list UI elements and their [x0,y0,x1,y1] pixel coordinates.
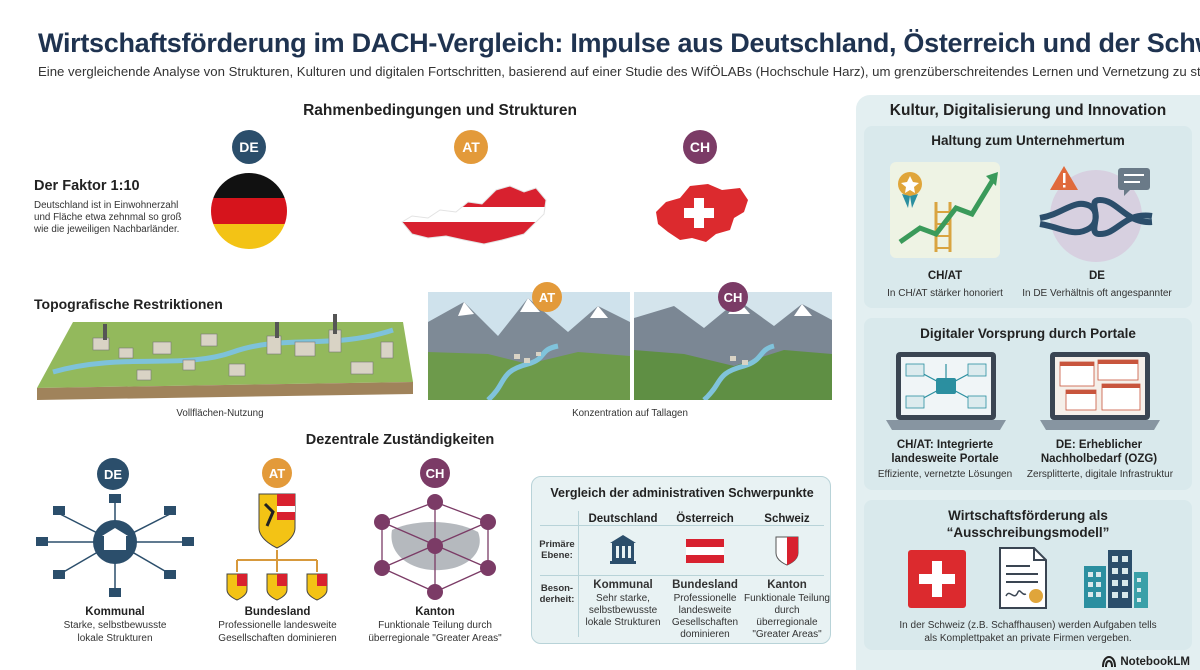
at-dezentral-label: Bundesland [244,606,311,618]
austria-map-icon [401,185,547,245]
office-building-icon [1084,550,1148,608]
mountain-valley-ch-illustration [634,292,832,400]
badge-ch-dezentral: CH [420,458,450,488]
page-subtitle: Eine vergleichende Analyse von Strukture… [38,64,1200,79]
austria-flag-icon [686,539,724,563]
topo-title: Topografische Restriktionen [34,296,223,312]
table-col-de: Deutschland [588,513,658,525]
switzerland-map-icon [656,184,748,242]
de-dezentral-desc: Starke, selbstbewusste lokale Strukturen [63,620,167,644]
table-col-ch: Schweiz [764,513,810,525]
table-title: Vergleich der administrativen Schwerpunk… [550,486,814,500]
badge-at: AT [454,130,488,164]
de-dezentral-label: Kommunal [85,606,145,618]
digital-left-desc: Effiziente, vernetzte Lösungen [877,469,1013,480]
haltung-title: Haltung zum Unternehmertum [931,133,1125,148]
comparison-table: Vergleich der administrativen Schwerpunk… [531,476,831,644]
ch-dezentral-label: Kanton [415,606,455,618]
knot-rope-icon [1039,166,1153,262]
growth-ladder-icon [890,162,1000,258]
de-network-icon [36,494,194,597]
integrated-portal-laptop-icon [886,352,1006,430]
ausschreibung-title: Wirtschaftsförderung als“Ausschreibungsm… [946,508,1110,540]
page-title: Wirtschaftsförderung im DACH-Vergleich: … [38,28,1200,58]
haltung-left-label: CH/AT [927,270,963,282]
ch-network-icon [374,494,496,600]
badge-ch: CH [683,130,717,164]
badge-de: DE [232,130,266,164]
fragmented-portal-laptop-icon [1040,352,1160,430]
faktor-title: Der Faktor 1:10 [34,178,140,194]
at-dezentral-desc: Professionelle landesweite Gesellschafte… [218,620,337,644]
dezentral-title: Dezentrale Zuständigkeiten [305,432,495,448]
digital-right-desc: Zersplitterte, digitale Infrastruktur [1026,469,1174,480]
mountain-valley-at-illustration [428,292,630,400]
flat-caption: Vollflächen-Nutzung [176,408,264,419]
badge-at-topo: AT [532,282,562,312]
ch-dezentral-desc: Funktionale Teilung durch überregionale … [368,620,502,644]
canton-shield-icon [775,536,799,566]
ausschreibung-desc: In der Schweiz (z.B. Schaffhausen) werde… [899,620,1157,644]
flat-landscape-illustration [37,314,413,400]
badge-at-dezentral: AT [262,458,292,488]
at-hierarchy-icon [226,493,328,601]
notebooklm-logo: NotebookLM [1102,656,1190,668]
swiss-flag-icon [908,550,966,608]
section-title-rahmen: Rahmenbedingungen und Strukturen [303,102,577,119]
digital-title: Digitaler Vorsprung durch Portale [920,326,1136,341]
haltung-right-desc: In DE Verhältnis oft angespannter [1022,288,1172,299]
building-icon [610,535,636,564]
table-col-at: Österreich [676,513,734,525]
faktor-text: Deutschland ist in Einwohnerzahl und Flä… [34,200,182,236]
badge-de-dezentral: DE [97,458,129,490]
contract-document-icon [999,547,1047,609]
mountain-caption: Konzentration auf Tallagen [572,408,688,419]
haltung-left-desc: In CH/AT stärker honoriert [887,288,1003,299]
right-panel-title: Kultur, Digitalisierung und Innovation [889,102,1167,119]
badge-ch-topo: CH [718,282,748,312]
notebooklm-logo-icon [1102,656,1117,668]
table-row2-label: Beson-derheit: [539,583,575,606]
haltung-right-label: DE [1089,270,1105,282]
germany-flag-icon [211,173,287,249]
